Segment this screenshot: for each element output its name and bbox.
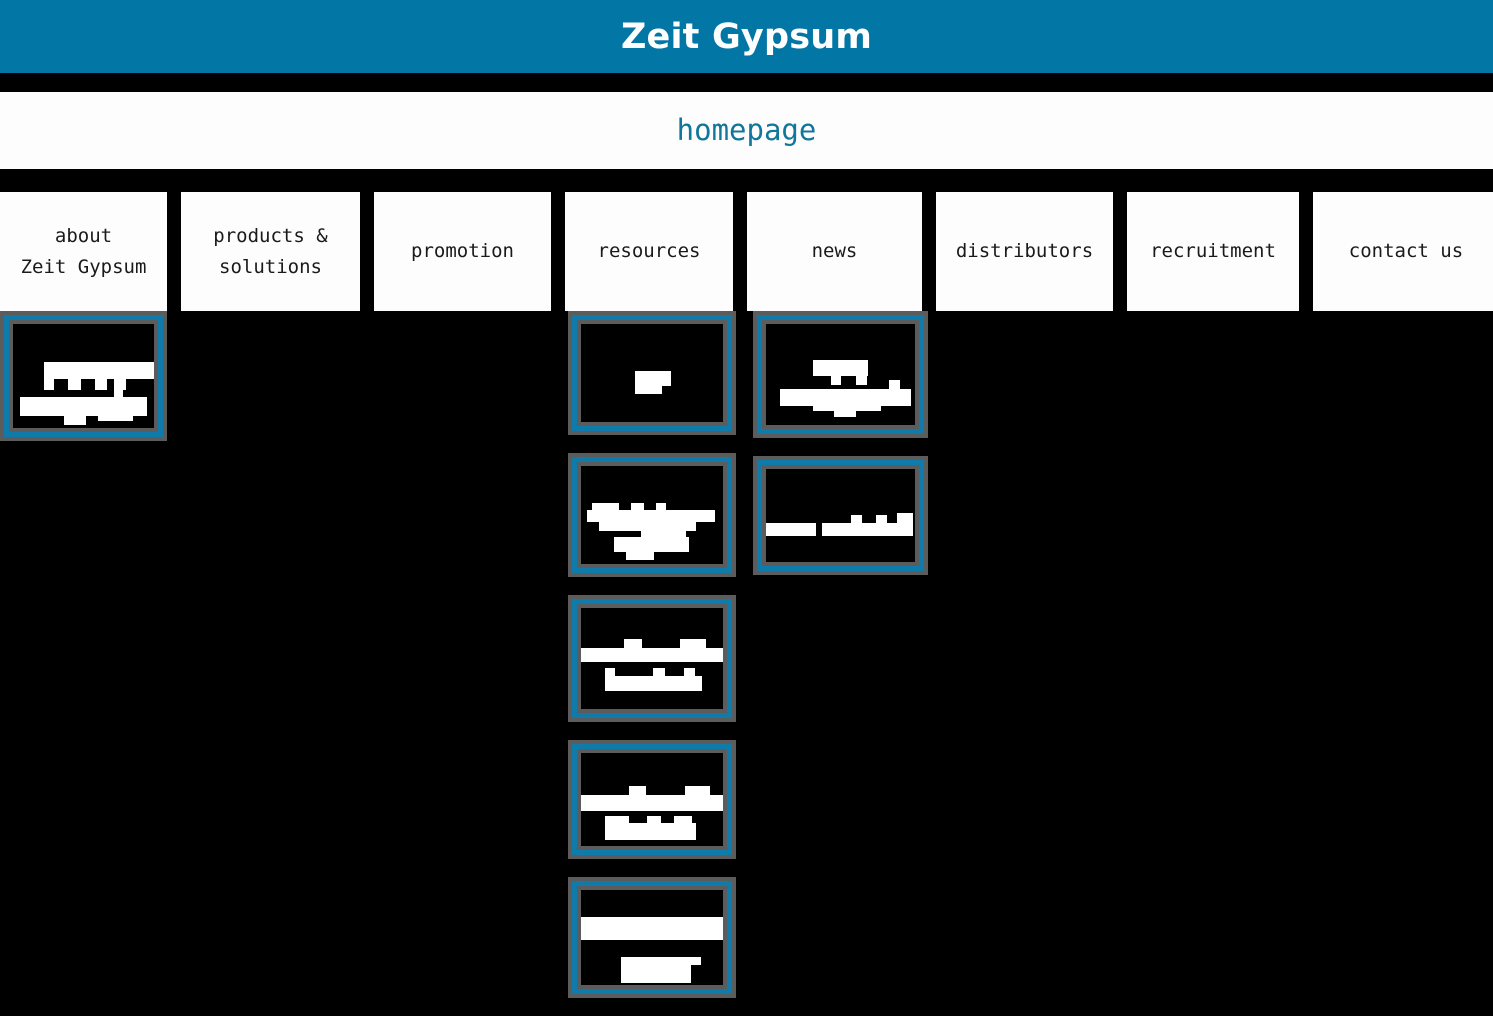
sitemap-node[interactable] <box>568 595 736 722</box>
redacted-text-bar <box>685 786 710 795</box>
sitemap-column-news <box>753 311 928 593</box>
redacted-text-bar <box>635 371 671 386</box>
redacted-text-bar <box>674 816 692 823</box>
node-content-redacted <box>762 465 919 566</box>
redacted-text-bar <box>876 515 887 523</box>
node-frame <box>572 881 732 994</box>
redacted-text-bar <box>114 389 123 398</box>
breadcrumb: homepage <box>0 92 1493 169</box>
redacted-text-bar <box>822 523 913 536</box>
nav-tab-distributors[interactable]: distributors <box>936 192 1113 311</box>
redacted-text-bar <box>581 795 723 811</box>
redacted-text-bar <box>834 406 856 417</box>
node-content-redacted <box>577 886 727 989</box>
nav-tab-products-solutions[interactable]: products & solutions <box>181 192 360 311</box>
redacted-text-bar <box>680 639 706 648</box>
redacted-text-bar <box>856 376 867 385</box>
sitemap-node[interactable] <box>568 453 736 577</box>
sitemap-node[interactable] <box>568 311 736 435</box>
redacted-text-bar <box>780 389 911 406</box>
nav-tab-news[interactable]: news <box>747 192 922 311</box>
redacted-text-bar <box>20 397 147 416</box>
redacted-text-bar <box>647 816 661 823</box>
redacted-text-bar <box>653 668 665 676</box>
header-divider <box>0 73 1493 92</box>
redacted-text-bar <box>114 379 126 390</box>
redacted-text-bar <box>813 360 868 376</box>
redacted-text-bar <box>635 386 662 394</box>
nav-tab-resources[interactable]: resources <box>565 192 733 311</box>
redacted-text-bar <box>684 668 695 676</box>
redacted-text-bar <box>624 639 642 648</box>
redacted-text-bar <box>656 503 666 510</box>
site-header: Zeit Gypsum <box>0 0 1493 73</box>
node-content-redacted <box>577 749 727 850</box>
nav-tab-about-zeit-gypsum[interactable]: about Zeit Gypsum <box>0 192 167 311</box>
sitemap-node[interactable] <box>0 311 167 441</box>
sitemap-node[interactable] <box>568 877 736 998</box>
breadcrumb-divider <box>0 169 1493 192</box>
redacted-text-bar <box>599 522 696 531</box>
redacted-text-bar <box>889 380 900 389</box>
node-content-redacted <box>577 462 727 568</box>
node-frame <box>4 315 163 437</box>
nav-tab-promotion[interactable]: promotion <box>374 192 551 311</box>
redacted-text-bar <box>44 362 154 379</box>
sitemap-column-resources <box>568 311 736 1016</box>
breadcrumb-homepage-link[interactable]: homepage <box>676 113 817 147</box>
redacted-text-bar <box>605 816 629 823</box>
redacted-text-bar <box>831 376 841 385</box>
redacted-text-bar <box>98 416 133 421</box>
node-frame <box>572 744 732 855</box>
redacted-text-bar <box>605 668 615 676</box>
redacted-text-bar <box>631 503 644 510</box>
redacted-text-bar <box>581 648 723 662</box>
sitemap-node[interactable] <box>753 311 928 438</box>
node-frame <box>572 599 732 718</box>
node-frame <box>757 315 924 434</box>
sitemap-column-about <box>0 311 167 459</box>
redacted-text-bar <box>581 917 723 940</box>
nav-tab-contact-us[interactable]: contact us <box>1313 192 1493 311</box>
redacted-text-bar <box>766 523 816 536</box>
sitemap-grid <box>0 311 1493 1004</box>
node-frame <box>572 457 732 573</box>
redacted-text-bar <box>592 503 619 510</box>
redacted-text-bar <box>851 515 862 523</box>
sitemap-node[interactable] <box>753 456 928 575</box>
redacted-text-bar <box>44 379 54 390</box>
page-title: Zeit Gypsum <box>620 16 873 57</box>
redacted-text-bar <box>587 510 715 522</box>
redacted-text-bar <box>626 552 654 560</box>
redacted-text-bar <box>629 786 646 795</box>
sitemap-node[interactable] <box>568 740 736 859</box>
nav-tab-recruitment[interactable]: recruitment <box>1127 192 1299 311</box>
redacted-text-bar <box>605 676 702 691</box>
node-frame <box>572 315 732 431</box>
primary-nav: about Zeit Gypsum products & solutions p… <box>0 192 1493 311</box>
node-content-redacted <box>9 320 158 432</box>
redacted-text-bar <box>605 823 696 840</box>
node-frame <box>757 460 924 571</box>
redacted-text-bar <box>64 416 86 425</box>
node-content-redacted <box>577 604 727 713</box>
redacted-text-bar <box>621 957 701 965</box>
node-content-redacted <box>577 320 727 426</box>
redacted-text-bar <box>897 513 913 523</box>
node-content-redacted <box>762 320 919 429</box>
redacted-text-bar <box>621 965 691 983</box>
redacted-text-bar <box>68 379 81 390</box>
redacted-text-bar <box>641 531 686 537</box>
redacted-text-bar <box>95 379 107 390</box>
redacted-text-bar <box>614 537 689 552</box>
